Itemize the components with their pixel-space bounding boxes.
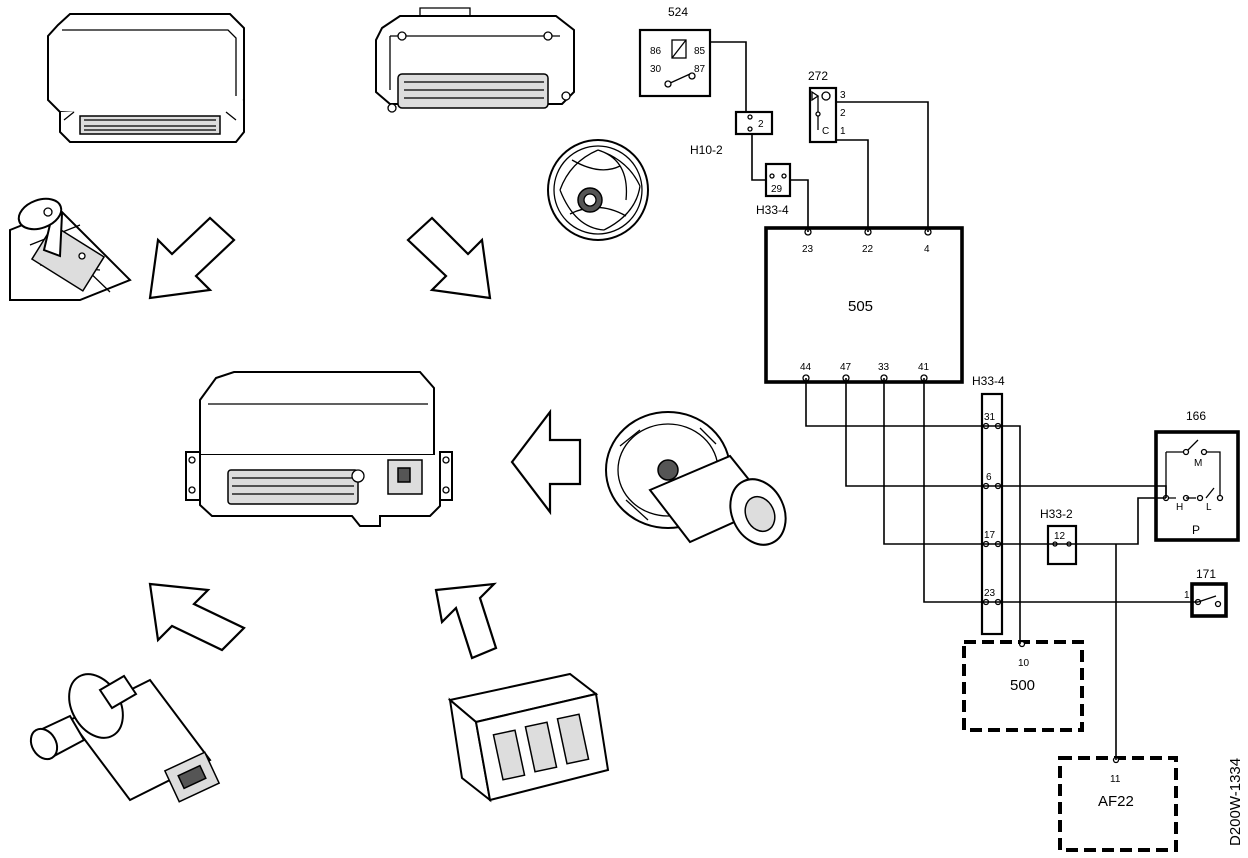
svg-text:2: 2 bbox=[758, 119, 764, 130]
unit-af22: 11 AF22 bbox=[1058, 756, 1178, 852]
ecu-illustration-center bbox=[185, 371, 453, 527]
flow-arrows bbox=[148, 216, 582, 660]
wires bbox=[710, 41, 1198, 760]
svg-text:M: M bbox=[1194, 458, 1202, 469]
svg-text:85: 85 bbox=[694, 46, 706, 57]
svg-text:6: 6 bbox=[986, 472, 992, 483]
relay-524: 524 86 85 30 87 bbox=[638, 5, 712, 98]
switch-panel-illustration bbox=[447, 672, 610, 803]
connector-h33-4-top: 29 H33-4 bbox=[756, 162, 792, 217]
ecu-illustration-top-left bbox=[47, 13, 245, 143]
connector-h33-2: H33-2 12 bbox=[1040, 507, 1078, 566]
svg-text:L: L bbox=[1206, 502, 1212, 513]
svg-text:10: 10 bbox=[1018, 658, 1030, 669]
svg-text:505: 505 bbox=[848, 298, 873, 315]
fan-illustration bbox=[547, 139, 649, 241]
arrow-from-fan bbox=[406, 216, 492, 300]
svg-text:H10-2: H10-2 bbox=[690, 143, 723, 157]
svg-text:31: 31 bbox=[984, 412, 996, 423]
svg-text:2: 2 bbox=[840, 108, 846, 119]
svg-text:87: 87 bbox=[694, 64, 706, 75]
gear-selector-illustration bbox=[9, 197, 132, 301]
unit-500: 10 500 bbox=[962, 640, 1084, 732]
svg-text:33: 33 bbox=[878, 362, 890, 373]
svg-text:H33-4: H33-4 bbox=[756, 203, 789, 217]
svg-text:30: 30 bbox=[650, 64, 662, 75]
svg-text:H33-4: H33-4 bbox=[972, 374, 1005, 388]
svg-text:44: 44 bbox=[800, 362, 812, 373]
arrow-to-valve bbox=[148, 582, 246, 652]
throttle-motor-illustration bbox=[605, 411, 787, 546]
relay-524-label: 524 bbox=[668, 5, 688, 19]
svg-text:AF22: AF22 bbox=[1098, 793, 1134, 810]
svg-text:12: 12 bbox=[1054, 531, 1066, 542]
svg-text:3: 3 bbox=[840, 90, 846, 101]
svg-text:41: 41 bbox=[918, 362, 930, 373]
svg-text:272: 272 bbox=[808, 69, 828, 83]
connector-strip-h33-4: H33-4 31 6 17 23 bbox=[972, 374, 1005, 636]
idle-valve-illustration bbox=[29, 673, 221, 803]
svg-text:11: 11 bbox=[1110, 774, 1121, 785]
ecu-illustration-top-center bbox=[375, 7, 575, 113]
svg-text:H: H bbox=[1176, 502, 1183, 513]
svg-text:86: 86 bbox=[650, 46, 662, 57]
svg-text:23: 23 bbox=[802, 244, 814, 255]
svg-text:166: 166 bbox=[1186, 409, 1206, 423]
svg-text:1: 1 bbox=[1184, 590, 1190, 601]
svg-text:H33-2: H33-2 bbox=[1040, 507, 1073, 521]
svg-text:4: 4 bbox=[924, 244, 930, 255]
switch-272: 272 3 2 1 C bbox=[808, 69, 846, 144]
svg-text:17: 17 bbox=[984, 530, 996, 541]
component-171: 171 1 bbox=[1184, 567, 1228, 618]
svg-text:22: 22 bbox=[862, 244, 874, 255]
svg-text:23: 23 bbox=[984, 588, 996, 599]
svg-text:171: 171 bbox=[1196, 567, 1216, 581]
arrow-to-panel bbox=[434, 582, 498, 660]
svg-text:500: 500 bbox=[1010, 677, 1035, 694]
arrow-from-selector bbox=[148, 216, 236, 300]
doc-code: D200W-1334 bbox=[1227, 758, 1244, 846]
arrow-from-motor bbox=[510, 408, 582, 516]
svg-text:47: 47 bbox=[840, 362, 852, 373]
svg-text:1: 1 bbox=[840, 126, 846, 137]
svg-text:P: P bbox=[1192, 523, 1200, 537]
svg-text:C: C bbox=[822, 126, 829, 137]
connector-h10-2: 2 H10-2 bbox=[690, 110, 774, 157]
svg-text:29: 29 bbox=[771, 184, 783, 195]
switch-166: 166 M H L P bbox=[1154, 409, 1240, 542]
ecu-505: 505 23 22 4 44 47 33 41 bbox=[764, 226, 964, 384]
